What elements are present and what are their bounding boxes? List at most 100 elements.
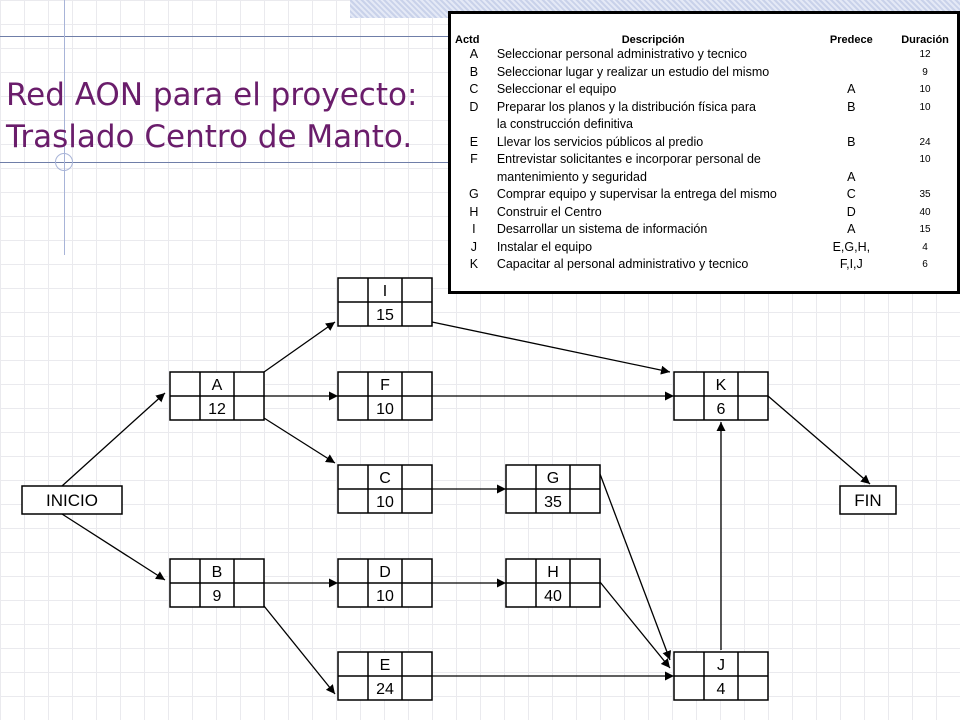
start-node: INICIO [21,485,123,515]
activity-description: Seleccionar el equipo [496,82,617,97]
activity-code: D [469,99,479,114]
node-label: E [380,657,391,674]
decorative-line-bottom [0,162,450,163]
decorative-line-vertical [64,0,65,255]
edge-i-to-k [431,321,671,375]
activity-predecessor: B [847,99,856,114]
end-node-label: FIN [854,491,881,510]
activity-predecessor: A [847,82,856,97]
node-label: G [547,470,559,487]
activity-description: Construir el Centro [496,204,602,219]
activity-description: Instalar el equipo [496,239,593,254]
activity-table: Actd Descripción Predece Duración A Selec… [451,28,957,274]
node-duration: 10 [376,401,394,418]
activity-description: Capacitar al personal administrativo y t… [496,257,749,272]
activity-code: F [470,152,478,167]
activity-node-j: J4 [673,651,769,701]
node-label: I [383,283,387,300]
activity-code: A [469,47,479,62]
node-duration: 12 [208,401,226,418]
activity-code: C [469,82,479,97]
node-duration: 9 [213,588,222,605]
activity-duration: 35 [919,189,931,201]
edge-inicio-to-b [61,513,166,581]
activity-node-c: C 10 [337,464,433,514]
activity-duration: 15 [919,224,931,236]
activity-predecessor: D [846,204,856,219]
edge-b-to-e [263,605,336,695]
activity-duration: 10 [919,101,931,113]
node-label: B [212,564,223,581]
activity-description: Preparar los planos y la distribución fí… [496,99,756,114]
activity-table-body: A Seleccionar personal administrativo y t… [451,46,957,274]
header-predece: Predece [829,34,873,46]
header-actd: Actd [455,34,480,46]
activity-duration: 9 [922,66,928,78]
node-duration: 6 [717,401,726,418]
start-node-label: INICIO [46,491,98,510]
activity-node-e: E 24 [337,651,433,701]
activity-predecessor: E,G,H, [832,239,871,254]
activity-node-f: F 10 [337,371,433,421]
activity-code: I [472,222,476,237]
activity-description: Seleccionar personal administrativo y te… [496,47,747,62]
node-label: F [380,377,390,394]
header-duracion: Duración [901,34,949,46]
node-duration: 10 [376,494,394,511]
activity-description: Comprar equipo y supervisar la entrega d… [496,187,777,202]
activity-description: Seleccionar lugar y realizar un estudio … [496,64,770,79]
activity-duration: 10 [919,84,931,96]
node-label: C [379,470,391,487]
activity-row: A Seleccionar personal administrativo y t… [451,46,957,64]
activity-description: Entrevistar solicitantes e incorporar pe… [496,152,761,167]
activity-code: K [469,257,479,272]
activity-predecessor: F,I,J [839,257,863,272]
node-duration: 24 [376,681,394,698]
activity-predecessor: B [847,134,856,149]
activity-node-a: A12 [169,371,265,421]
activity-node-b: B9 [169,558,265,608]
slide-title-line2: Traslado Centro de Manto. [6,119,413,155]
activity-row: C Seleccionar el equipo A 10 [451,81,957,99]
header-descripcion: Descripción [621,34,685,46]
end-node-box [839,485,897,515]
node-label: J [717,657,725,674]
node-duration: 4 [717,681,726,698]
edge-inicio-to-a [61,392,166,487]
decorative-line-top [0,36,450,37]
edge-a-to-i [263,321,336,373]
activity-description: mantenimiento y seguridad [496,169,647,184]
activity-duration: 6 [922,259,928,271]
end-node: FIN [839,485,897,515]
activity-table-box: Actd Descripción Predece Duración A Selec… [448,11,960,294]
activity-description: la construcción definitiva [496,117,634,132]
activity-node-i: I 15 [337,277,433,327]
decorative-circle [55,153,73,171]
node-duration: 35 [544,494,562,511]
network-edges [61,321,871,695]
activity-row: K Capacitar al personal administrativo y … [451,256,957,274]
activity-row: F Entrevistar solicitantes e incorporar p… [451,151,957,169]
activity-description: Desarrollar un sistema de información [496,222,708,237]
slide-title: Red AON para el proyecto: Traslado Centr… [6,74,417,158]
node-duration: 15 [376,307,394,324]
activity-description: Llevar los servicios públicos al predio [496,134,704,149]
activity-row: I Desarrollar un sistema de información A 1… [451,221,957,239]
activity-node-d: D10 [337,558,433,608]
activity-code: G [469,187,479,202]
activity-table-header: Actd Descripción Predece Duración [451,28,957,46]
activity-code: H [469,204,479,219]
start-node-box [21,485,123,515]
activity-row: la construcción definitiva [451,116,957,134]
node-label: D [379,564,391,581]
activity-predecessor: A [847,222,856,237]
activity-predecessor: A [847,169,856,184]
activity-duration: 10 [919,154,931,166]
activity-node-h: H40 [505,558,601,608]
activity-node-g: G 35 [505,464,601,514]
activity-duration: 12 [919,49,931,61]
activity-code: J [470,239,478,254]
